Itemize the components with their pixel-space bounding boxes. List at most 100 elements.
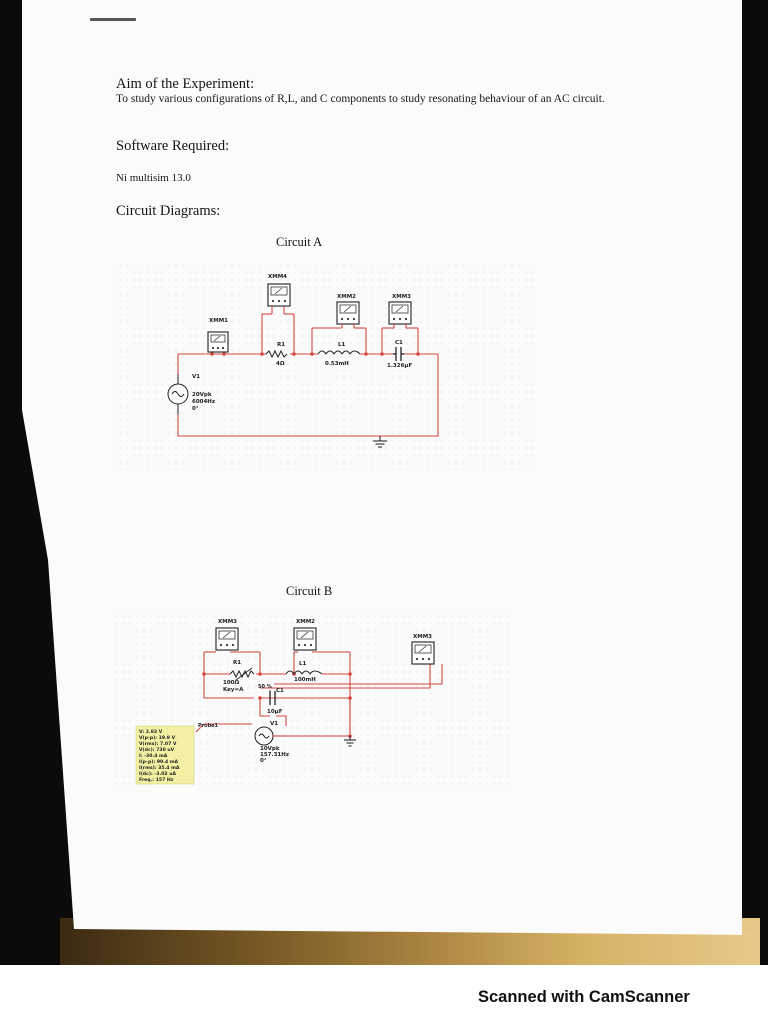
grid-dot: [497, 461, 499, 463]
grid-dot: [224, 468, 226, 470]
grid-dot: [154, 391, 156, 393]
grid-dot: [479, 783, 481, 785]
grid-dot: [329, 468, 331, 470]
grid-dot: [189, 293, 191, 295]
grid-dot: [479, 713, 481, 715]
grid-dot: [322, 363, 324, 365]
grid-dot: [255, 636, 257, 638]
grid-dot: [182, 314, 184, 316]
grid-dot: [360, 762, 362, 764]
grid-dot: [374, 727, 376, 729]
grid-dot: [472, 650, 474, 652]
grid-dot: [231, 335, 233, 337]
grid-dot: [504, 440, 506, 442]
grid-dot: [493, 713, 495, 715]
grid-dot: [115, 783, 117, 785]
grid-dot: [402, 636, 404, 638]
grid-dot: [213, 755, 215, 757]
grid-dot: [430, 615, 432, 617]
grid-dot: [206, 727, 208, 729]
grid-dot: [518, 433, 520, 435]
grid-dot: [336, 440, 338, 442]
grid-dot: [476, 461, 478, 463]
grid-dot: [465, 671, 467, 673]
grid-dot: [234, 622, 236, 624]
grid-dot: [476, 321, 478, 323]
grid-dot: [318, 629, 320, 631]
grid-dot: [318, 636, 320, 638]
grid-dot: [140, 307, 142, 309]
grid-dot: [168, 321, 170, 323]
grid-dot: [220, 615, 222, 617]
grid-dot: [493, 671, 495, 673]
grid-dot: [308, 286, 310, 288]
grid-dot: [448, 433, 450, 435]
grid-dot: [217, 321, 219, 323]
grid-dot: [140, 279, 142, 281]
grid-dot: [500, 776, 502, 778]
grid-dot: [189, 279, 191, 281]
grid-dot: [161, 349, 163, 351]
grid-dot: [283, 692, 285, 694]
grid-dot: [329, 398, 331, 400]
grid-dot: [395, 685, 397, 687]
grid-dot: [182, 440, 184, 442]
grid-dot: [430, 629, 432, 631]
grid-dot: [476, 468, 478, 470]
grid-dot: [294, 433, 296, 435]
grid-dot: [339, 741, 341, 743]
grid-dot: [357, 468, 359, 470]
grid-dot: [262, 615, 264, 617]
grid-dot: [479, 755, 481, 757]
grid-dot: [140, 468, 142, 470]
grid-dot: [462, 286, 464, 288]
grid-dot: [168, 419, 170, 421]
grid-dot: [297, 734, 299, 736]
grid-dot: [392, 419, 394, 421]
grid-dot: [413, 468, 415, 470]
grid-dot: [462, 349, 464, 351]
v1-amplitude: 20Vpk: [192, 392, 212, 398]
grid-dot: [336, 398, 338, 400]
grid-dot: [196, 440, 198, 442]
grid-dot: [203, 468, 205, 470]
grid-dot: [374, 678, 376, 680]
grid-dot: [252, 363, 254, 365]
grid-dot: [420, 279, 422, 281]
grid-dot: [189, 286, 191, 288]
grid-dot: [255, 748, 257, 750]
grid-dot: [476, 377, 478, 379]
grid-dot: [350, 468, 352, 470]
grid-dot: [465, 762, 467, 764]
grid-dot: [493, 622, 495, 624]
grid-dot: [392, 335, 394, 337]
grid-dot: [381, 650, 383, 652]
grid-dot: [234, 664, 236, 666]
grid-dot: [329, 384, 331, 386]
grid-dot: [497, 363, 499, 365]
grid-dot: [490, 307, 492, 309]
grid-dot: [367, 706, 369, 708]
grid-dot: [308, 454, 310, 456]
grid-dot: [388, 664, 390, 666]
grid-dot: [399, 391, 401, 393]
grid-dot: [490, 412, 492, 414]
grid-dot: [329, 321, 331, 323]
grid-dot: [262, 636, 264, 638]
grid-dot: [339, 636, 341, 638]
grid-dot: [406, 461, 408, 463]
grid-dot: [350, 440, 352, 442]
grid-dot: [322, 454, 324, 456]
grid-dot: [437, 748, 439, 750]
grid-dot: [364, 342, 366, 344]
grid-dot: [357, 461, 359, 463]
grid-dot: [364, 272, 366, 274]
grid-dot: [455, 300, 457, 302]
grid-dot: [490, 356, 492, 358]
grid-dot: [434, 349, 436, 351]
grid-dot: [469, 335, 471, 337]
grid-dot: [430, 636, 432, 638]
grid-dot: [500, 650, 502, 652]
grid-dot: [357, 398, 359, 400]
grid-dot: [290, 776, 292, 778]
